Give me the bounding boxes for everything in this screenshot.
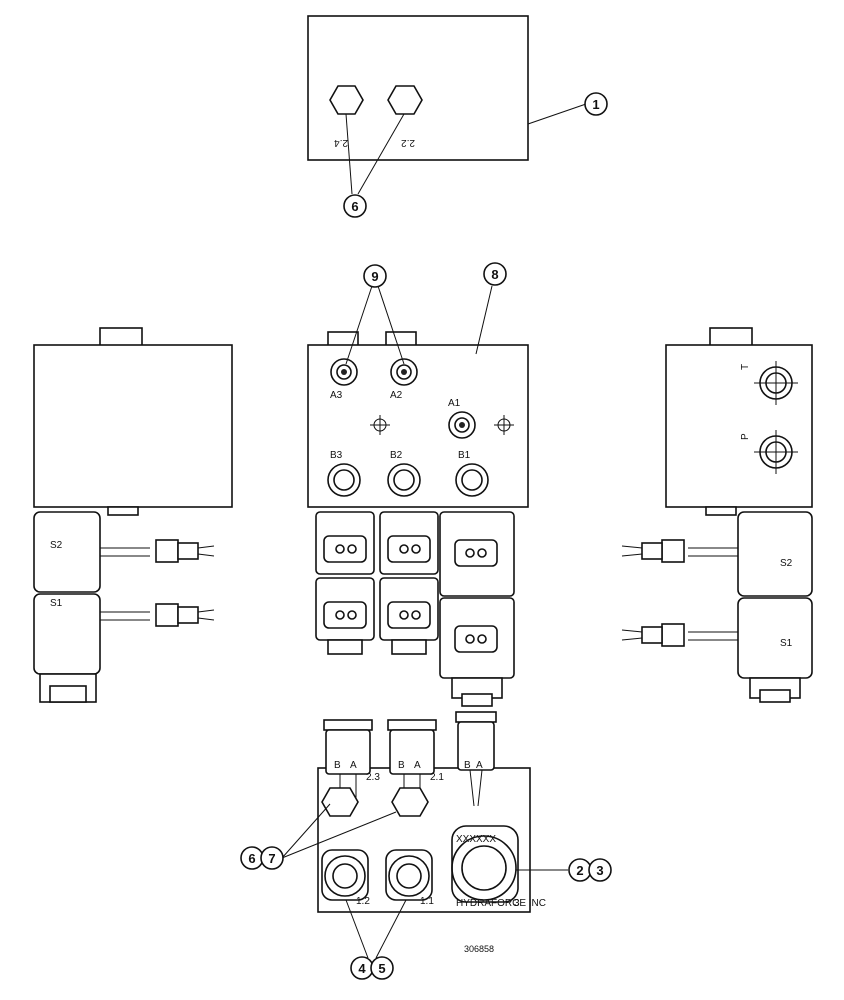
svg-text:P: P	[740, 433, 751, 440]
svg-text:A1: A1	[448, 398, 461, 409]
top-view-manifold: 2.4 2.2	[307, 15, 529, 161]
port-a2: A2	[390, 358, 418, 401]
port-b3: B3	[327, 450, 361, 497]
svg-text:2: 2	[576, 863, 583, 878]
svg-text:5: 5	[378, 961, 385, 976]
bottom-view-manifold: B A B A B A 2.3 2.1 1.2 1.1	[317, 711, 546, 913]
svg-text:3: 3	[596, 863, 603, 878]
solenoid-label-s2-left: S2	[50, 540, 63, 551]
svg-text:XXXXXX: XXXXXX	[456, 834, 496, 845]
svg-text:B3: B3	[330, 450, 343, 461]
svg-text:1: 1	[592, 97, 599, 112]
svg-text:8: 8	[491, 267, 498, 282]
svg-text:6: 6	[351, 199, 358, 214]
svg-text:7: 7	[268, 851, 275, 866]
svg-text:A2: A2	[390, 390, 403, 401]
svg-text:B2: B2	[390, 450, 403, 461]
svg-text:3: 3	[514, 898, 520, 909]
svg-text:2.3: 2.3	[366, 772, 380, 783]
svg-text:B1: B1	[458, 450, 471, 461]
callout-5: 5	[370, 956, 394, 980]
port-b1: B1	[455, 450, 489, 497]
center-manifold: A3 A2 A1 B3 B2	[307, 331, 529, 707]
port-a3: A3	[330, 358, 358, 401]
svg-text:1.1: 1.1	[420, 896, 434, 907]
right-side-view: T P S2 S1	[621, 327, 813, 703]
svg-text:HYDRAFORCE INC: HYDRAFORCE INC	[456, 898, 546, 909]
svg-text:1.2: 1.2	[356, 896, 370, 907]
solenoid-label-s2-right: S2	[780, 558, 793, 569]
plug-hex-right	[387, 85, 423, 115]
plug-hex-left	[329, 85, 364, 115]
solenoid-label-s1-right: S1	[780, 638, 793, 649]
callout-3: 3	[588, 858, 612, 882]
callout-7: 7	[260, 846, 284, 870]
callout-2: 2	[568, 858, 592, 882]
callout-8: 8	[483, 262, 507, 286]
port-b2: B2	[387, 450, 421, 497]
port-t: T	[740, 361, 798, 405]
svg-text:2.1: 2.1	[430, 772, 444, 783]
port-a1: A1	[448, 398, 476, 439]
cartridge-cap-1-1: 1.1	[385, 849, 434, 907]
svg-text:B: B	[398, 760, 405, 771]
port-label-2-2: 2.2	[401, 137, 415, 148]
solenoid-label-s1-left: S1	[50, 598, 63, 609]
svg-text:A: A	[476, 760, 483, 771]
port-p: P	[740, 430, 798, 474]
port-label-2-4: 2.4	[334, 137, 348, 148]
callout-9: 9	[363, 264, 387, 288]
cartridge-cap-3: XXXXXX HYDRAFORCE INC 3	[451, 825, 546, 909]
callout-1: 1	[584, 92, 608, 116]
svg-text:A: A	[414, 760, 421, 771]
cartridge-cap-1-2: 1.2	[321, 849, 370, 907]
svg-text:T: T	[740, 364, 751, 370]
callout-6-bottom: 6	[240, 846, 264, 870]
svg-text:A3: A3	[330, 390, 343, 401]
svg-text:4: 4	[358, 961, 366, 976]
callout-6-top: 6	[343, 194, 367, 218]
svg-text:A: A	[350, 760, 357, 771]
svg-text:6: 6	[248, 851, 255, 866]
svg-text:9: 9	[371, 269, 378, 284]
svg-text:B: B	[464, 760, 471, 771]
left-side-view: S2 S1	[33, 327, 233, 703]
svg-text:B: B	[334, 760, 341, 771]
drawing-number: 306858	[464, 944, 494, 954]
callout-4: 4	[350, 956, 374, 980]
